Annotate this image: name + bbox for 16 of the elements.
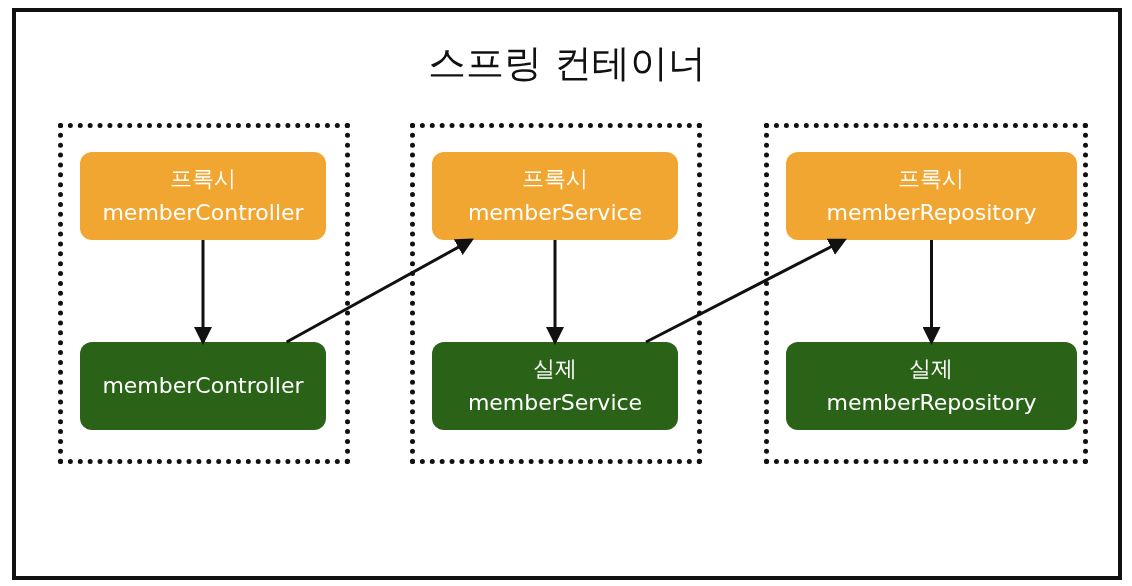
arrow <box>285 238 474 344</box>
proxy-box: 프록시 memberController <box>80 152 326 240</box>
dotted-group-box <box>58 123 350 464</box>
proxy-box: 프록시 memberRepository <box>786 152 1077 240</box>
bean-box: memberController <box>80 342 326 430</box>
dotted-group-box <box>764 123 1088 464</box>
arrow <box>645 238 847 344</box>
arrow <box>922 240 941 345</box>
container-frame <box>12 8 1122 580</box>
bean-box: 실제 memberRepository <box>786 342 1077 430</box>
title: 스프링 컨테이너 <box>428 40 707 87</box>
arrow <box>546 240 564 345</box>
proxy-box: 프록시 memberService <box>432 152 678 240</box>
arrow <box>194 240 212 345</box>
bean-box: 실제 memberService <box>432 342 678 430</box>
dotted-group-box <box>410 123 702 464</box>
